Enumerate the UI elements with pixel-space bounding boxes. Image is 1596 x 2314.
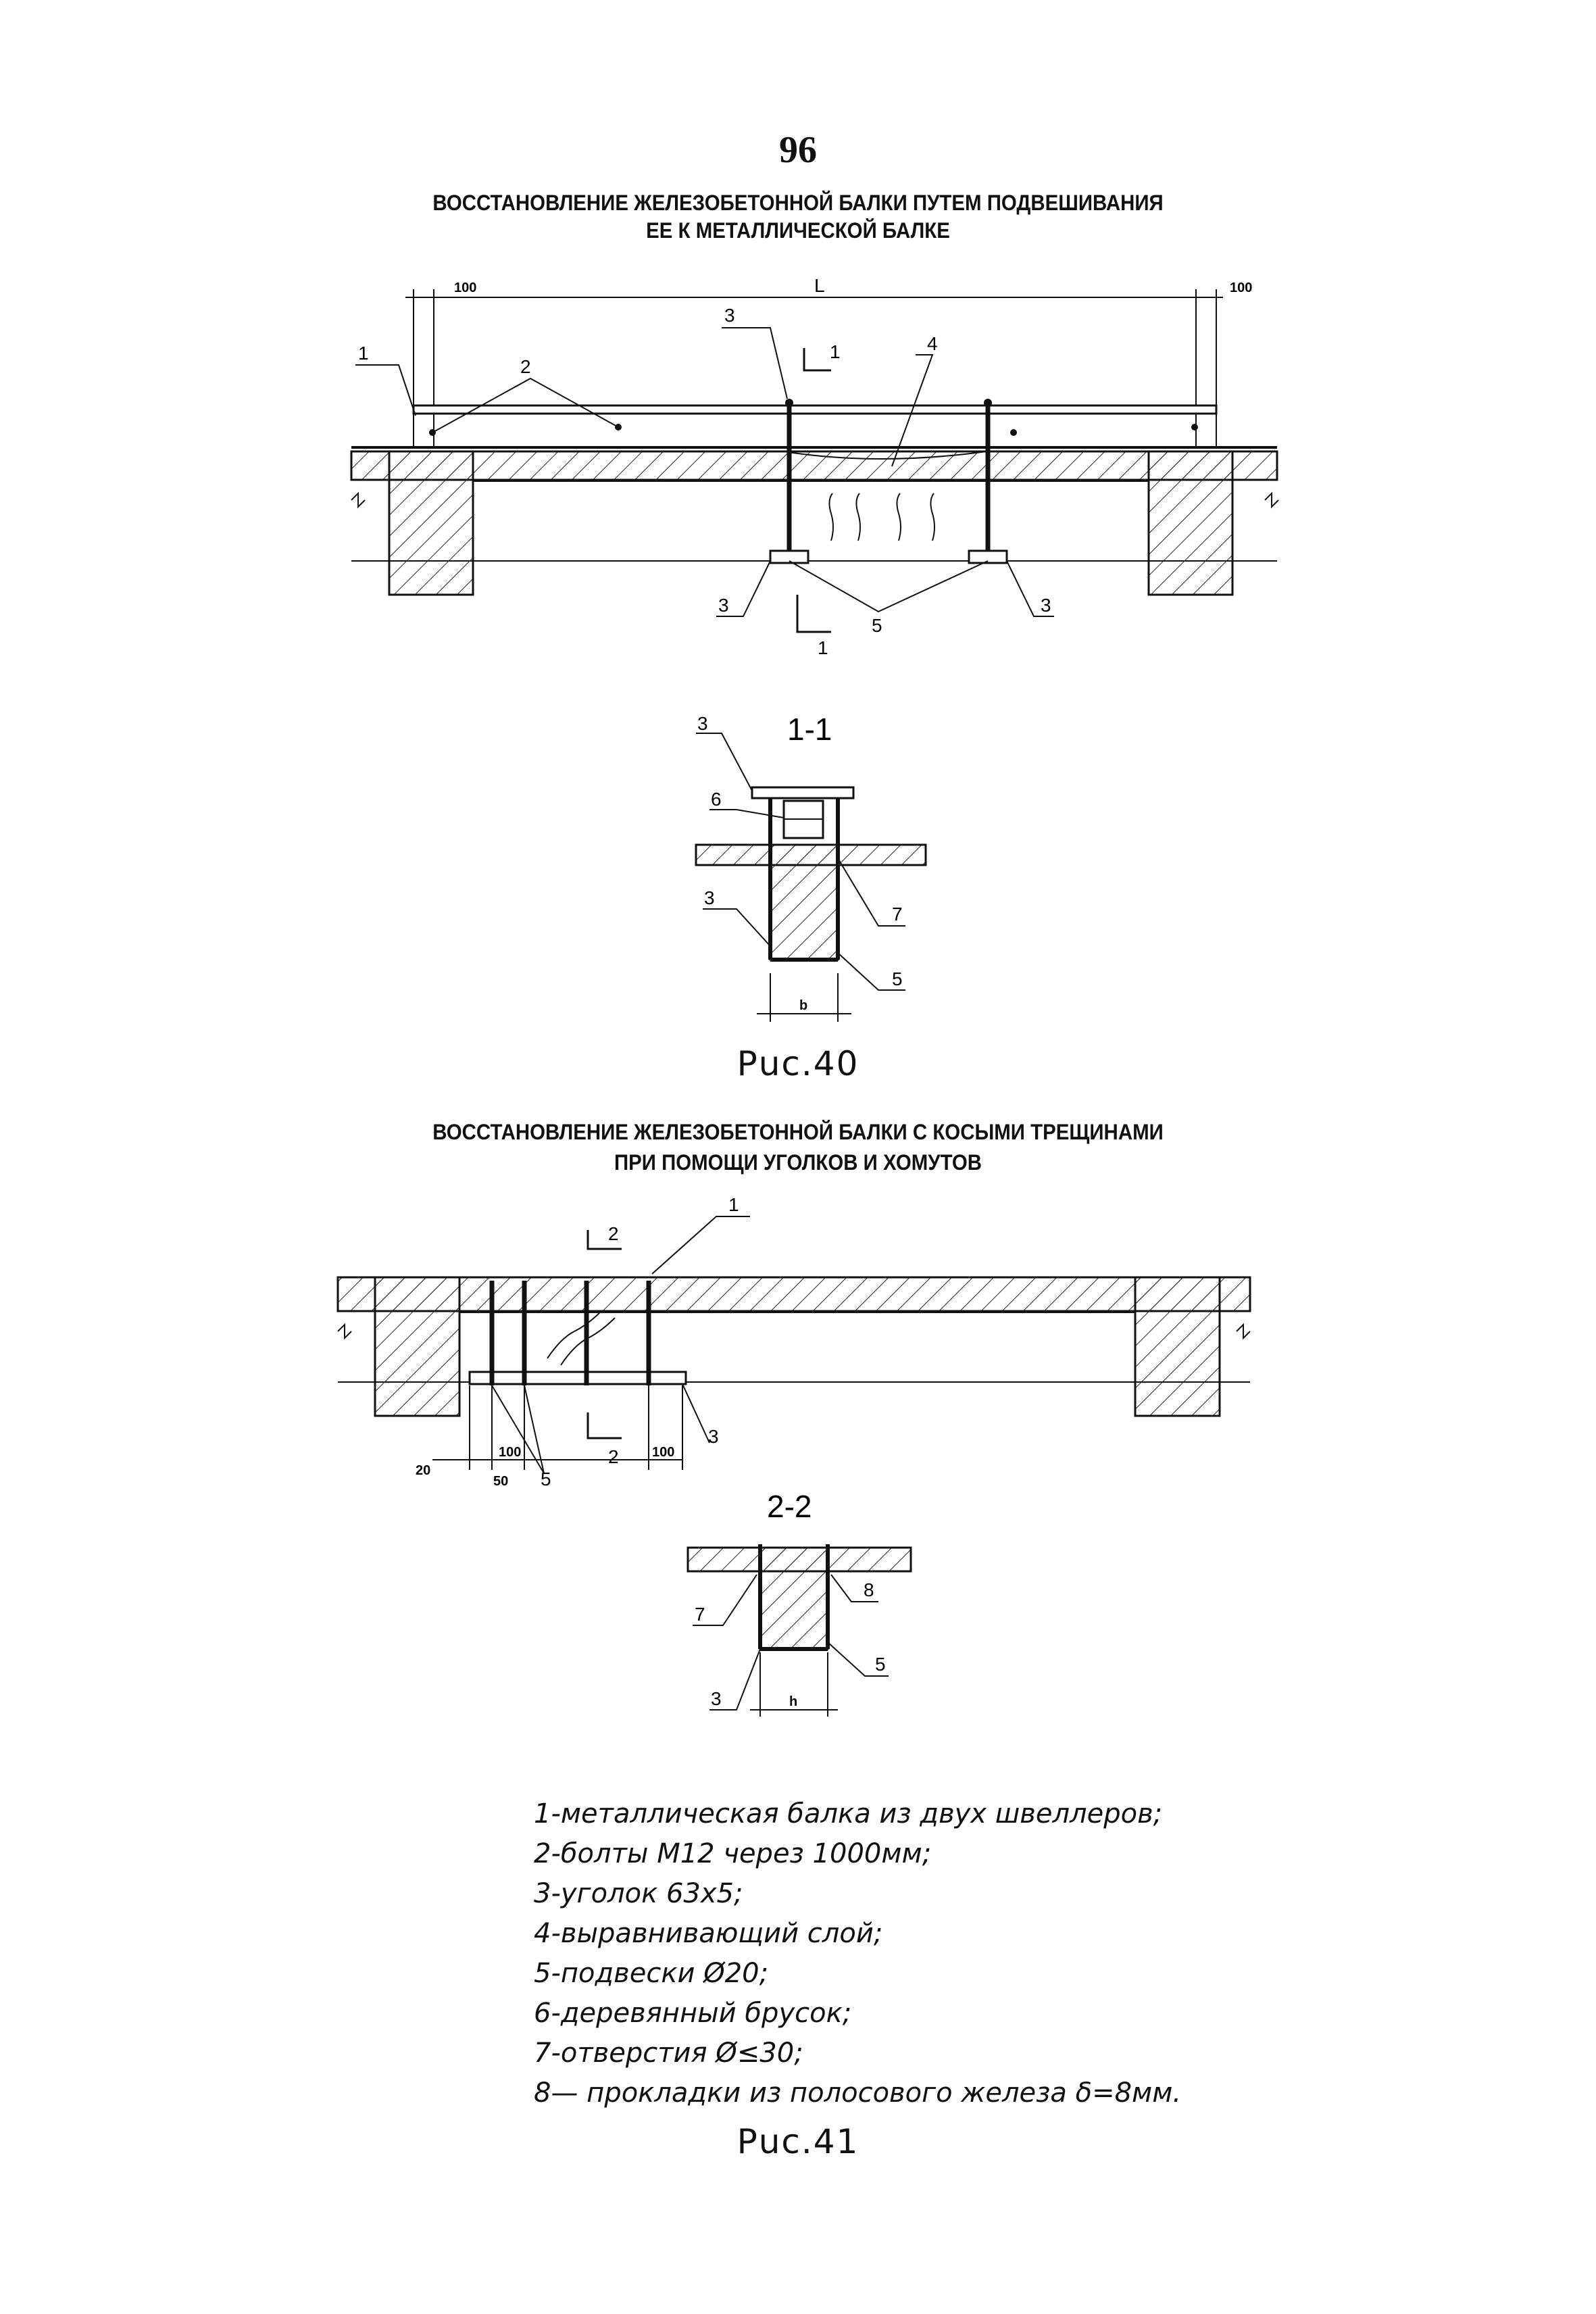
section-2-label-3: 3 — [711, 1688, 722, 1709]
legend: 1-металлическая балка из двух швеллеров;… — [534, 1794, 1480, 2113]
slab-41 — [336, 1276, 1251, 1312]
legend-item: 6-деревянный брусок; — [534, 1998, 852, 2029]
figure-40-title-line-2: ЕЕ К МЕТАЛЛИЧЕСКОЙ БАЛКЕ — [646, 218, 950, 243]
legend-item: 5-подвески Ø20; — [534, 1958, 769, 1989]
dim-50: 50 — [493, 1474, 508, 1489]
elev-label-3-top: 3 — [724, 305, 735, 326]
fig41-label-3: 3 — [708, 1426, 719, 1447]
elev-label-2: 2 — [520, 356, 531, 377]
legend-item: 7-отверстия Ø≤30; — [534, 2038, 803, 2069]
fig41-label-5: 5 — [541, 1469, 551, 1490]
elev-label-3-bottom-right: 3 — [1041, 595, 1051, 616]
metal-beam — [412, 404, 1218, 415]
section-2-label-5: 5 — [875, 1654, 886, 1675]
section-2-label-8: 8 — [864, 1579, 874, 1600]
elev-label-5: 5 — [872, 615, 882, 636]
elev-label-3-bottom-left: 3 — [718, 595, 729, 616]
figure-40-title-line-1: ВОССТАНОВЛЕНИЕ ЖЕЛЕЗОБЕТОННОЙ БАЛКИ ПУТЕ… — [432, 191, 1164, 215]
section-2-mark-bottom: 2 — [608, 1446, 619, 1467]
figure-41-title-line-2: ПРИ ПОМОЩИ УГОЛКОВ И ХОМУТОВ — [614, 1150, 982, 1175]
rib-left — [388, 450, 474, 596]
section-1-1-title: 1-1 — [787, 712, 832, 747]
section-1-label-6: 6 — [711, 789, 722, 810]
section-1-mark-top: 1 — [830, 341, 841, 362]
section-1-dim-b: b — [799, 998, 807, 1013]
legend-item: 2-болты М12 через 1000мм; — [534, 1838, 932, 1869]
legend-item: 8— прокладки из полосового железа δ=8мм. — [534, 2077, 1182, 2109]
elev-label-4: 4 — [927, 333, 938, 354]
figure-40-section-1-1: 1-1 3 6 3 7 5 b — [695, 712, 927, 1022]
section-1-label-7: 7 — [892, 904, 903, 925]
rib-left-41 — [374, 1276, 461, 1417]
figure-41-title-line-1: ВОССТАНОВЛЕНИЕ ЖЕЛЕЗОБЕТОННОЙ БАЛКИ С КО… — [432, 1120, 1164, 1144]
section-1-mark-bottom: 1 — [818, 637, 828, 658]
rib-right-41 — [1134, 1276, 1221, 1417]
section-1-label-3-top: 3 — [697, 713, 708, 734]
figure-40-caption: Рuc.40 — [737, 1044, 859, 1083]
elev-label-1: 1 — [358, 343, 369, 364]
section-2-label-7: 7 — [695, 1604, 705, 1625]
section-1-label-3-mid: 3 — [704, 887, 715, 908]
dim-100-left: 100 — [499, 1445, 521, 1460]
legend-item: 1-металлическая балка из двух швеллеров; — [534, 1798, 1163, 1829]
section-2-dim-h: h — [789, 1694, 797, 1709]
section-1-label-5: 5 — [892, 968, 903, 989]
slab — [350, 450, 1278, 481]
dim-left-100: 100 — [454, 280, 476, 295]
section-2-mark-top: 2 — [608, 1223, 619, 1244]
section-2-2-title: 2-2 — [767, 1489, 812, 1524]
dim-100-right: 100 — [652, 1445, 674, 1460]
dim-span-l: L — [814, 275, 825, 296]
dim-right-100: 100 — [1230, 280, 1252, 295]
page-number: 96 — [779, 129, 817, 171]
figure-41-caption: Рuc.41 — [737, 2122, 859, 2161]
figure-40-elevation: 100 L 100 — [350, 275, 1279, 658]
figure-41-elevation: 2 2 1 20 50 100 100 5 3 — [336, 1194, 1251, 1490]
figure-41-section-2-2: 2-2 7 8 3 5 h — [687, 1489, 912, 1717]
angle-strip — [468, 1371, 687, 1385]
rib-right — [1147, 450, 1234, 596]
legend-item: 4-выравнивающий слой; — [534, 1918, 883, 1949]
legend-item: 3-уголок 63х5; — [534, 1878, 743, 1909]
fig41-label-1: 1 — [728, 1194, 739, 1215]
dim-20: 20 — [416, 1463, 430, 1478]
